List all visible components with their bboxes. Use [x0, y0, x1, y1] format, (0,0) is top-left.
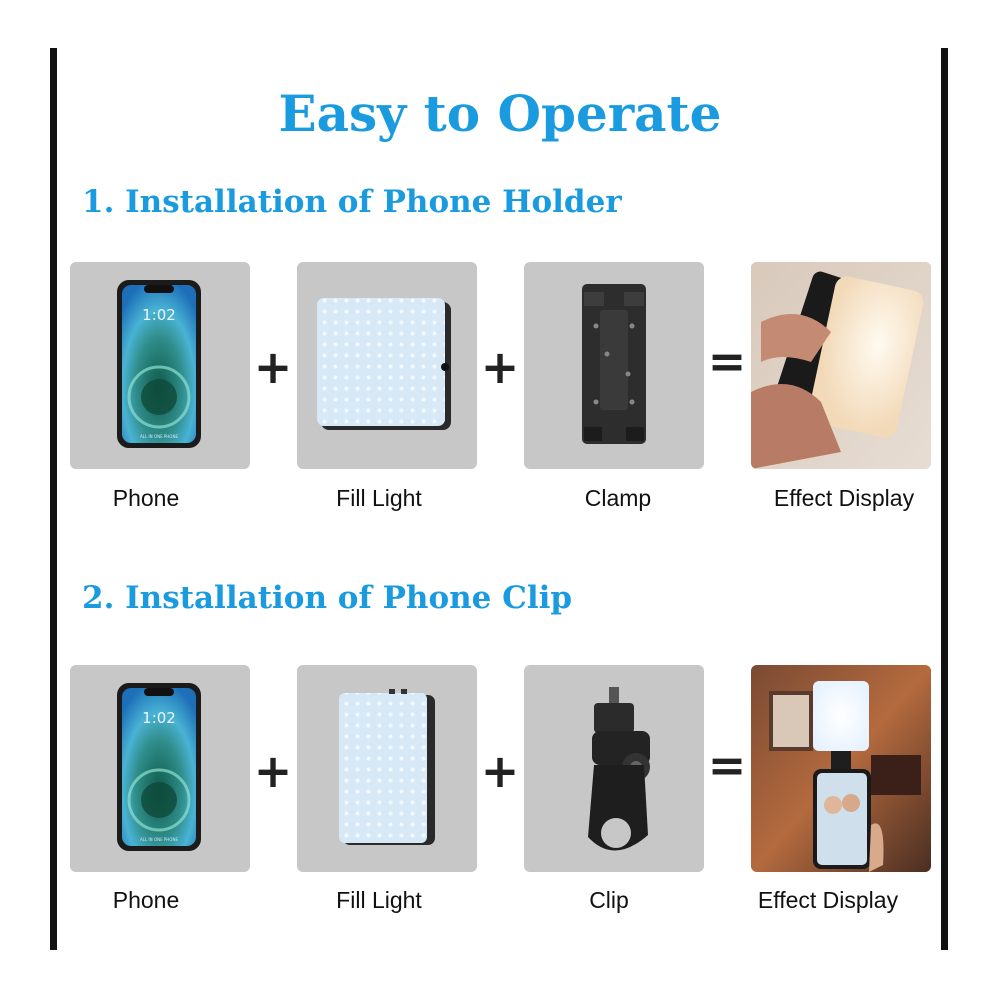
- left-frame-bar: [50, 48, 57, 950]
- section-2-heading: 2. Installation of Phone Clip: [82, 580, 573, 616]
- effect-display-image: [751, 262, 931, 469]
- item-caption: Clip: [589, 887, 629, 913]
- phone-brand-label: ALL IN ONE PHONE: [140, 837, 178, 842]
- fill-light-image: [297, 262, 477, 469]
- phone-time-label: 1:02: [142, 709, 176, 727]
- plus-operator: +: [253, 744, 293, 798]
- item-caption: Phone: [112, 887, 180, 913]
- phone-image: 1:02 ALL IN ONE PHONE: [70, 262, 250, 469]
- clip-image: [524, 665, 704, 872]
- plus-operator: +: [253, 340, 293, 394]
- clamp-image: [524, 262, 704, 469]
- phone-brand-label: ALL IN ONE PHONE: [140, 434, 178, 439]
- section-1-heading: 1. Installation of Phone Holder: [82, 184, 622, 220]
- equals-operator: =: [707, 738, 747, 792]
- plus-operator: +: [480, 340, 520, 394]
- page-title: Easy to Operate: [278, 84, 722, 143]
- item-caption: Clamp: [584, 485, 652, 511]
- right-frame-bar: [941, 48, 948, 950]
- item-caption: Effect Display: [757, 887, 899, 913]
- phone-image: 1:02 ALL IN ONE PHONE: [70, 665, 250, 872]
- plus-operator: +: [480, 744, 520, 798]
- effect-display-image: [751, 665, 931, 872]
- equals-operator: =: [707, 334, 747, 388]
- phone-time-label: 1:02: [142, 306, 176, 324]
- item-caption: Fill Light: [336, 887, 422, 913]
- item-caption: Fill Light: [336, 485, 422, 511]
- fill-light-image: [297, 665, 477, 872]
- item-caption: Effect Display: [773, 485, 915, 511]
- item-caption: Phone: [112, 485, 180, 511]
